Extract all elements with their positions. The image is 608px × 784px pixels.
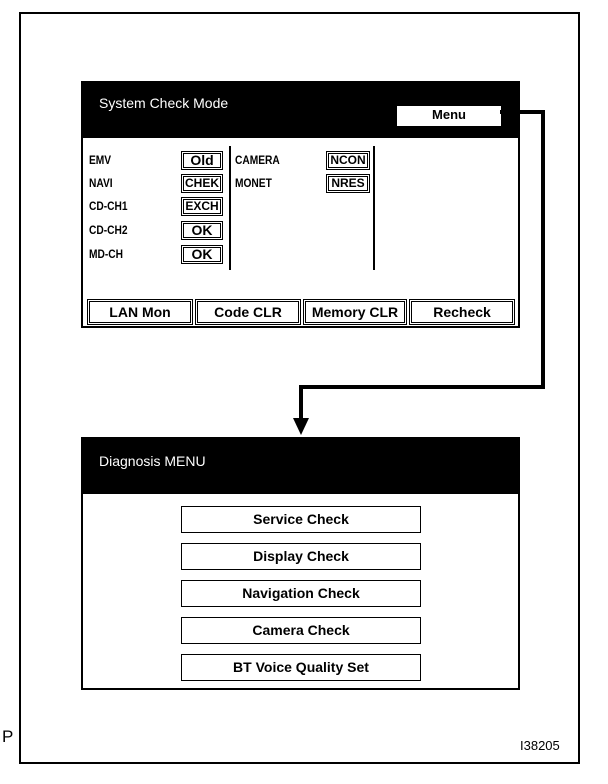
status-camera: NCON xyxy=(326,151,370,170)
row-label-monet: MONET xyxy=(235,176,272,190)
menu-button[interactable]: Menu xyxy=(396,105,502,127)
recheck-button[interactable]: Recheck xyxy=(409,299,515,325)
status-cd-ch1: EXCH xyxy=(181,197,223,216)
display-check-button[interactable]: Display Check xyxy=(181,543,421,570)
column-divider-1 xyxy=(229,146,231,270)
status-navi: CHEK xyxy=(181,174,223,193)
service-check-button[interactable]: Service Check xyxy=(181,506,421,533)
figure-id: I38205 xyxy=(520,738,560,753)
camera-check-button[interactable]: Camera Check xyxy=(181,617,421,644)
diagnosis-header: Diagnosis MENU xyxy=(83,439,518,494)
row-label-navi: NAVI xyxy=(89,176,113,190)
status-cd-ch2: OK xyxy=(181,221,223,240)
row-label-cd-ch1: CD-CH1 xyxy=(89,199,128,213)
system-check-header: System Check Mode Menu xyxy=(83,83,518,138)
diagnosis-screen: Diagnosis MENU Service Check Display Che… xyxy=(81,437,520,690)
column-divider-2 xyxy=(373,146,375,270)
diagnosis-title: Diagnosis MENU xyxy=(99,453,206,469)
status-md-ch: OK xyxy=(181,245,223,264)
bt-voice-quality-set-button[interactable]: BT Voice Quality Set xyxy=(181,654,421,681)
system-check-screen: System Check Mode Menu EMV Old NAVI CHEK… xyxy=(81,81,520,328)
navigation-check-button[interactable]: Navigation Check xyxy=(181,580,421,607)
status-emv: Old xyxy=(181,151,223,170)
row-label-md-ch: MD-CH xyxy=(89,247,123,261)
status-monet: NRES xyxy=(326,174,370,193)
lan-mon-button[interactable]: LAN Mon xyxy=(87,299,193,325)
row-label-emv: EMV xyxy=(89,153,112,167)
code-clr-button[interactable]: Code CLR xyxy=(195,299,301,325)
figure-frame xyxy=(19,12,580,764)
corner-letter: P xyxy=(2,727,14,746)
system-check-title: System Check Mode xyxy=(99,95,229,111)
row-label-camera: CAMERA xyxy=(235,153,280,167)
memory-clr-button[interactable]: Memory CLR xyxy=(303,299,407,325)
row-label-cd-ch2: CD-CH2 xyxy=(89,223,128,237)
